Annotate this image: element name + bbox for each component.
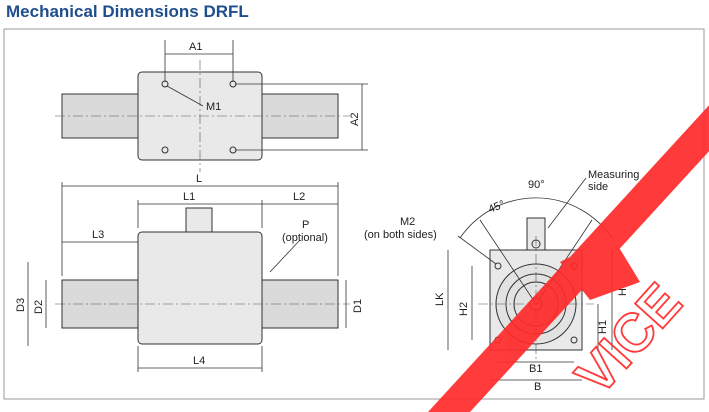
measuring-label: Measuring — [588, 169, 639, 181]
d1-label: D1 — [352, 299, 364, 313]
m1-label: M1 — [206, 101, 221, 113]
title-text: Mechanical Dimensions — [6, 2, 199, 21]
l2-label: L2 — [293, 191, 305, 203]
watermark-shape — [560, 236, 640, 300]
lk-label: LK — [434, 292, 446, 306]
connector — [185, 207, 213, 233]
m2-label: M2 — [400, 216, 415, 228]
l1-label: L1 — [183, 191, 195, 203]
angle-arc — [459, 197, 613, 239]
angle-90-label: 90° — [528, 179, 545, 191]
side-body — [137, 231, 263, 345]
p-label: P — [302, 219, 309, 231]
m1-hole — [161, 146, 169, 154]
h2-label: H2 — [458, 302, 470, 316]
b1-label: B1 — [529, 363, 542, 375]
angle-45-label: 45° — [487, 198, 507, 215]
a1-label: A1 — [189, 41, 202, 53]
top-view: A1 A2 M1 — [55, 40, 368, 172]
page-title: Mechanical Dimensions DRFL — [6, 2, 249, 22]
p-note: (optional) — [282, 232, 328, 244]
m2-note: (on both sides) — [364, 229, 437, 241]
h-label: H — [617, 288, 629, 296]
drawing-frame — [3, 28, 705, 400]
d3-label: D3 — [15, 298, 27, 312]
l-label: L — [196, 173, 202, 185]
d2-label: D2 — [33, 300, 45, 314]
l4-label: L4 — [193, 355, 205, 367]
side-view: L L1 L2 L3 L4 P (optional) D1 D2 D3 — [15, 173, 364, 372]
b-label: B — [534, 381, 541, 393]
l3-label: L3 — [92, 229, 104, 241]
a2-label: A2 — [349, 113, 361, 126]
model-name: DRFL — [203, 2, 249, 21]
h1-label: H1 — [597, 320, 609, 334]
measuring-side-label: side — [588, 181, 608, 193]
